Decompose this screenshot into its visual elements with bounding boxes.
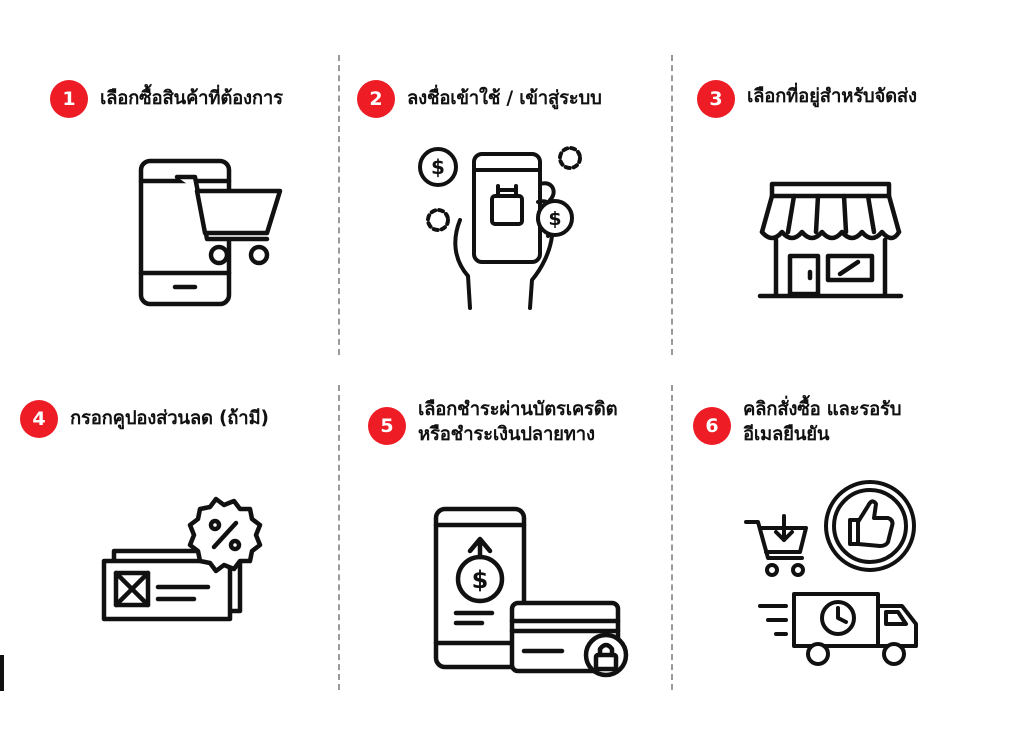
phone-shopping-cart-icon bbox=[135, 155, 295, 310]
step-title-line: เลือกชำระผ่านบัตรเครดิต bbox=[418, 399, 618, 420]
step-number-badge: 4 bbox=[20, 400, 58, 438]
step-number-badge: 2 bbox=[357, 80, 395, 118]
phone-credit-card-lock-icon: $ bbox=[432, 505, 632, 680]
svg-text:$: $ bbox=[548, 208, 561, 230]
step-title-line: คลิกสั่งซื้อ และรอรับ bbox=[743, 399, 902, 420]
step-2-header: 2 ลงชื่อเข้าใช้ / เข้าสู่ระบบ bbox=[357, 80, 602, 118]
svg-text:$: $ bbox=[472, 566, 489, 594]
step-title: เลือกที่อยู่สำหรับจัดส่ง bbox=[747, 86, 917, 107]
cart-thumbs-up-delivery-truck-icon bbox=[742, 478, 927, 678]
hand-holding-phone-dollar-icon: $ $ bbox=[412, 140, 587, 315]
column-divider bbox=[671, 385, 673, 690]
step-number-badge: 6 bbox=[693, 407, 731, 445]
step-title: เลือกซื้อสินค้าที่ต้องการ bbox=[100, 88, 283, 109]
svg-text:$: $ bbox=[431, 155, 445, 179]
edge-mark bbox=[0, 655, 4, 691]
step-1-header: 1 เลือกซื้อสินค้าที่ต้องการ bbox=[50, 80, 283, 118]
storefront-icon bbox=[757, 180, 904, 302]
step-title-line: อีเมลยืนยัน bbox=[743, 424, 830, 445]
step-number-badge: 3 bbox=[697, 80, 735, 118]
step-title: ลงชื่อเข้าใช้ / เข้าสู่ระบบ bbox=[407, 88, 602, 109]
step-4-header: 4 กรอกคูปองส่วนลด (ถ้ามี) bbox=[20, 400, 269, 438]
column-divider bbox=[338, 385, 340, 690]
discount-coupon-icon bbox=[98, 495, 263, 625]
step-title-line: หรือชำระเงินปลายทาง bbox=[418, 424, 595, 445]
step-number-badge: 5 bbox=[368, 407, 406, 445]
step-6-header: 6 คลิกสั่งซื้อ และรอรับ อีเมลยืนยัน bbox=[693, 397, 901, 447]
step-title: กรอกคูปองส่วนลด (ถ้ามี) bbox=[70, 408, 269, 429]
column-divider bbox=[671, 55, 673, 355]
step-3-header: 3 เลือกที่อยู่สำหรับจัดส่ง bbox=[697, 80, 917, 118]
step-5-header: 5 เลือกชำระผ่านบัตรเครดิต หรือชำระเงินปล… bbox=[368, 397, 618, 447]
column-divider bbox=[338, 55, 340, 355]
step-number-badge: 1 bbox=[50, 80, 88, 118]
